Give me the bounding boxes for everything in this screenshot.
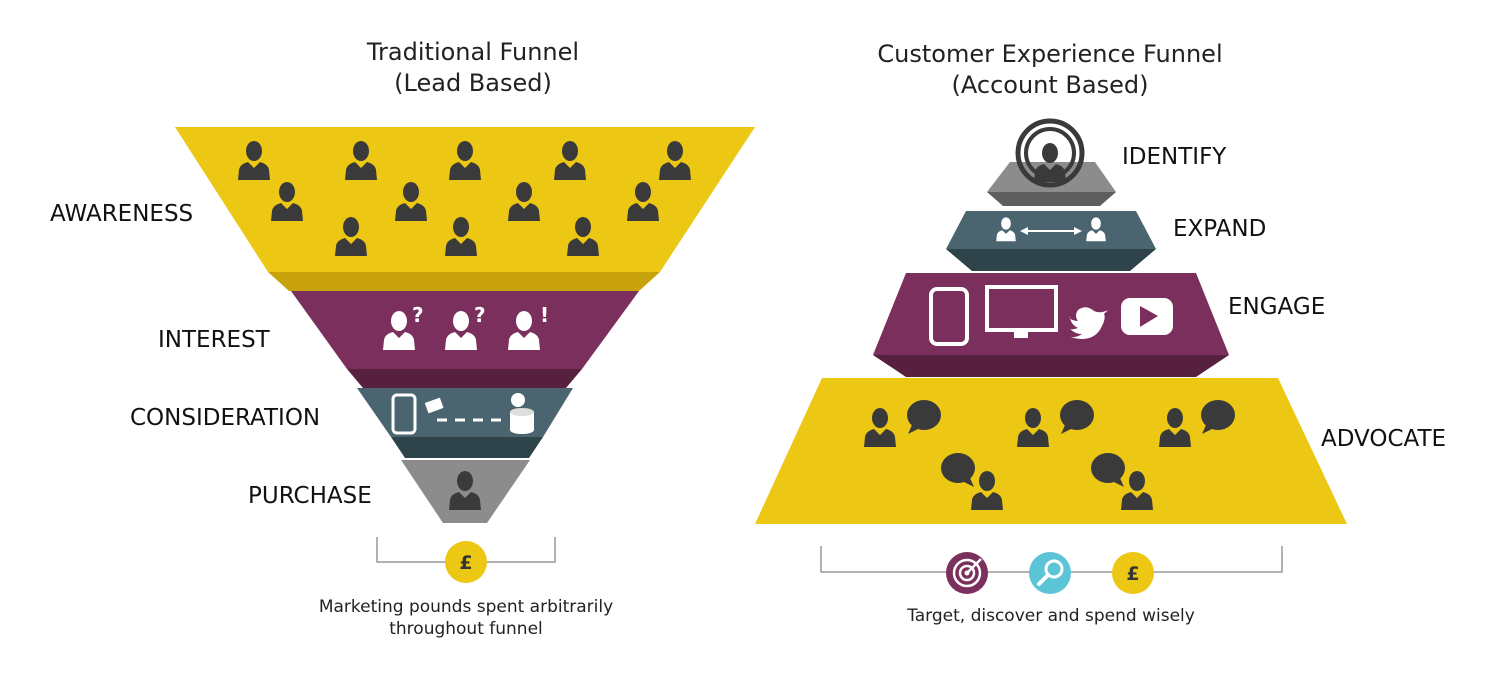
pound-coin-icon: £: [1112, 552, 1154, 594]
stage-awareness: AWARENESS: [50, 127, 755, 291]
search-icon: [1029, 552, 1071, 594]
traditional-title: Traditional Funnel: [366, 38, 579, 66]
youtube-icon: [1121, 298, 1173, 335]
cx-caption: Target, discover and spend wisely: [906, 606, 1195, 626]
cx-subtitle: (Account Based): [952, 71, 1149, 99]
pound-coin-symbol: £: [459, 552, 472, 574]
monitor-icon: [985, 285, 1058, 338]
stage-label-expand: EXPAND: [1173, 216, 1266, 242]
stage-label-consideration: CONSIDERATION: [130, 405, 320, 431]
cx-funnel: Customer Experience Funnel (Account Base…: [755, 40, 1446, 626]
traditional-funnel: Traditional Funnel (Lead Based) AWARENES…: [50, 38, 755, 639]
target-person-icon: [1015, 118, 1085, 188]
person-arrow-person-icon: [996, 217, 1106, 242]
stage-purchase: PURCHASE: [248, 460, 530, 523]
svg-text:?: ?: [474, 303, 486, 327]
traditional-caption-line2: throughout funnel: [389, 619, 543, 639]
target-icon: [946, 552, 988, 594]
stage-label-awareness: AWARENESS: [50, 201, 193, 227]
stage-interest: ? ? ! INTEREST: [158, 291, 639, 388]
stage-label-engage: ENGAGE: [1228, 294, 1325, 320]
stage-label-identify: IDENTIFY: [1122, 144, 1227, 170]
devices-social-icons: [929, 285, 1173, 346]
person-question-icons: ? ? !: [383, 303, 549, 350]
svg-text:!: !: [540, 303, 549, 327]
pound-coin-icon: [445, 541, 487, 583]
cx-spend-bracket: £: [820, 546, 1283, 594]
smartphone-icon: [929, 287, 969, 346]
traditional-spend-bracket: £: [376, 537, 556, 583]
stage-label-purchase: PURCHASE: [248, 483, 372, 509]
stage-identify: IDENTIFY: [987, 118, 1227, 206]
cx-pound-coin-symbol: £: [1126, 563, 1139, 585]
stage-engage: ENGAGE: [873, 273, 1325, 377]
traditional-subtitle: (Lead Based): [394, 69, 552, 97]
stage-advocate: ADVOCATE: [755, 378, 1446, 524]
stage-consideration: CONSIDERATION: [130, 388, 573, 458]
stage-label-advocate: ADVOCATE: [1321, 426, 1446, 452]
phone-to-coins-icon: [391, 393, 534, 435]
svg-text:?: ?: [412, 303, 424, 327]
twitter-icon: [1069, 307, 1108, 339]
cx-title: Customer Experience Funnel: [877, 40, 1222, 68]
stage-expand: EXPAND: [946, 211, 1266, 271]
traditional-caption-line1: Marketing pounds spent arbitrarily: [319, 597, 613, 617]
stage-label-interest: INTEREST: [158, 327, 271, 353]
